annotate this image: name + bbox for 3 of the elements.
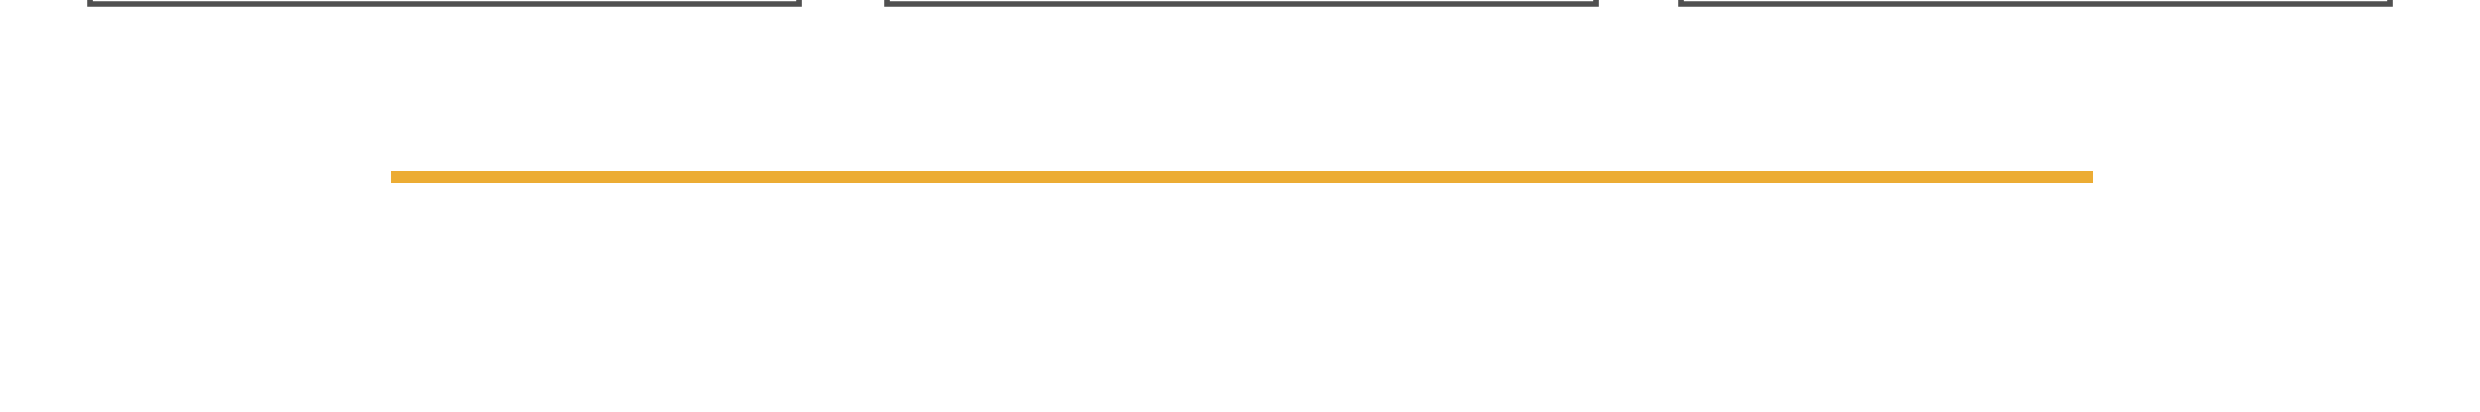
empty-box (87, 0, 802, 7)
empty-box (1678, 0, 2393, 7)
empty-box (884, 0, 1599, 7)
